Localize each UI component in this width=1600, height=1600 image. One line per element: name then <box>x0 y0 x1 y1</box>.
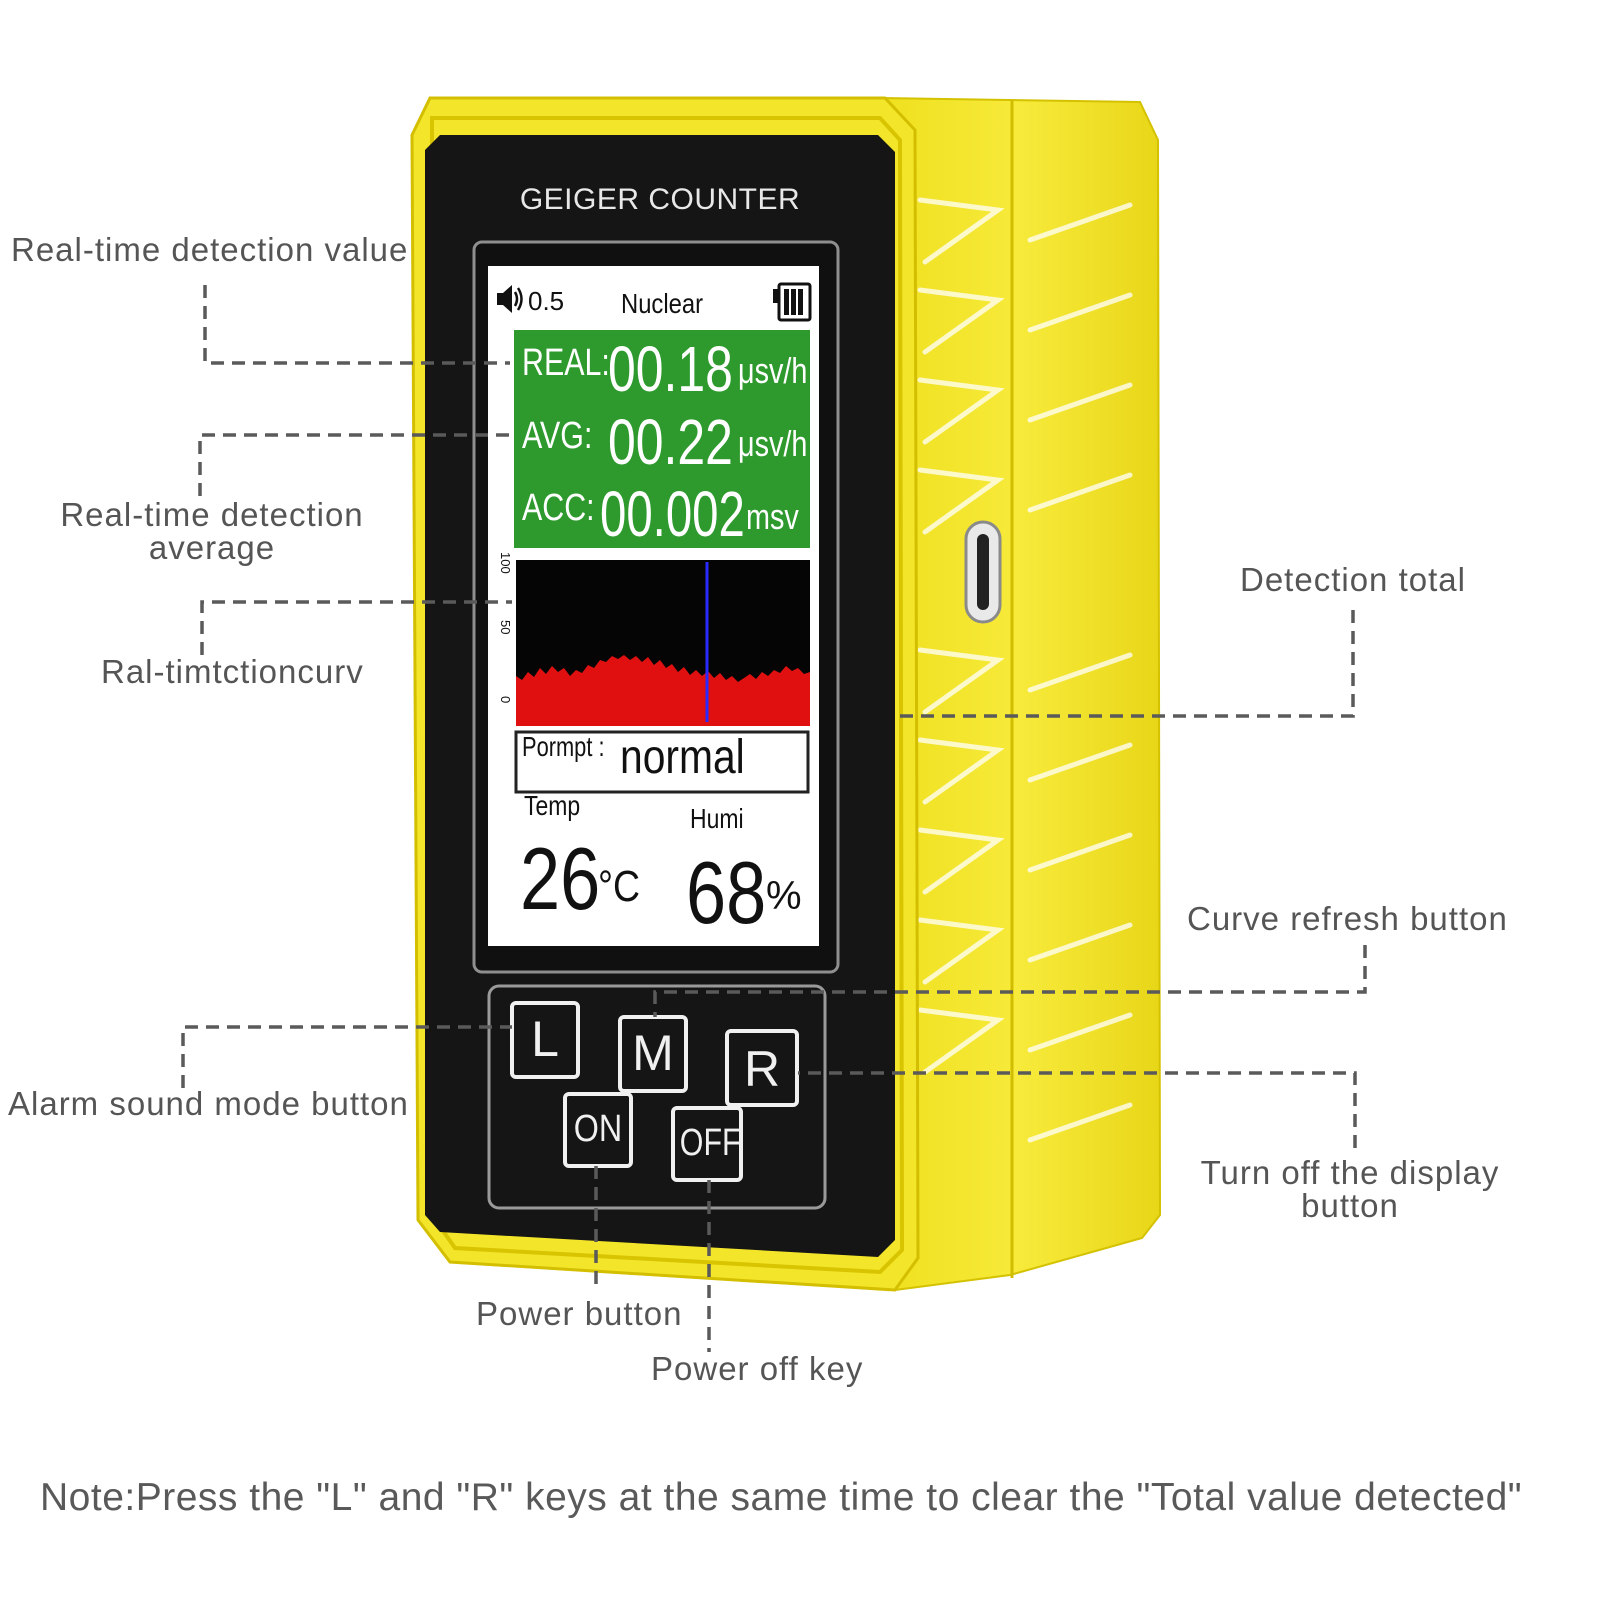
r-button-frame[interactable] <box>725 1029 799 1107</box>
temp-label: Temp <box>524 790 581 821</box>
readings-panel <box>514 330 810 548</box>
callout-real-time-average-line1: Real-time detection <box>60 496 364 533</box>
prompt-box <box>514 730 810 794</box>
temp-unit: °C <box>598 862 640 911</box>
reading-real-unit: μsv/h <box>738 350 808 391</box>
curve-tick-0: 0 <box>498 696 513 703</box>
side-ribs <box>917 197 1133 1143</box>
callout-curve: Ral-timtctioncurv <box>101 653 364 690</box>
on-button[interactable]: ON <box>573 1108 623 1150</box>
mode-label: Nuclear <box>621 288 704 319</box>
callout-power-button: Power button <box>476 1295 683 1332</box>
on-button-frame[interactable] <box>563 1092 633 1168</box>
battery-icon <box>773 282 812 322</box>
prompt-label: Pormpt : <box>522 731 605 762</box>
reading-real-label: REAL: <box>522 342 610 384</box>
off-button-frame[interactable] <box>671 1106 743 1182</box>
l-button[interactable]: L <box>531 1011 559 1067</box>
leader-curve <box>200 600 512 655</box>
l-button-frame[interactable] <box>510 1001 580 1079</box>
leader-alarm <box>181 1025 512 1088</box>
reading-real-value: 00.18 <box>608 333 733 405</box>
r-button[interactable]: R <box>743 1041 781 1097</box>
callout-detection-total: Detection total <box>1240 561 1466 598</box>
device-title: GEIGER COUNTER <box>519 183 801 216</box>
reading-acc-label: ACC: <box>522 487 595 529</box>
humi-unit: % <box>766 874 802 918</box>
curve-tick-100: 100 <box>498 552 513 574</box>
humi-value: 68 <box>686 843 767 942</box>
button-panel <box>487 984 827 1210</box>
callout-curve-refresh: Curve refresh button <box>1187 900 1508 937</box>
callout-real-time-average-line2: average <box>148 529 276 566</box>
temp-value: 26 <box>520 829 601 928</box>
callout-display-off-line1: Turn off the display <box>1200 1154 1500 1191</box>
volume-value: 0.5 <box>528 286 565 316</box>
off-button[interactable]: OFF <box>679 1122 741 1164</box>
speaker-icon <box>497 285 523 313</box>
reading-avg-label: AVG: <box>522 415 593 457</box>
humi-label: Humi <box>690 803 744 834</box>
reading-acc-unit: msv <box>746 496 799 537</box>
leader-display-off <box>798 1071 1357 1148</box>
reading-avg-unit: μsv/h <box>738 423 808 464</box>
usage-note: Note:Press the "L" and "R" keys at the s… <box>40 1476 1523 1519</box>
leader-lines <box>181 285 1367 1352</box>
leader-detection-total <box>893 610 1355 718</box>
leader-real-value <box>203 285 510 365</box>
curve-tick-50: 50 <box>498 620 513 634</box>
callout-display-off: Turn off the display button <box>1190 1156 1510 1222</box>
detection-curve <box>516 655 810 726</box>
callout-alarm-sound: Alarm sound mode button <box>8 1085 409 1122</box>
reading-avg-value: 00.22 <box>608 406 733 478</box>
callout-display-off-line2: button <box>1301 1187 1399 1224</box>
reading-acc-value: 00.002 <box>600 478 745 550</box>
m-button-frame[interactable] <box>618 1015 688 1093</box>
m-button[interactable]: M <box>632 1025 674 1081</box>
leader-curve-refresh <box>653 945 1367 1017</box>
callout-real-time-average: Real-time detection average <box>40 498 384 564</box>
callout-real-time-value: Real-time detection value <box>11 231 409 268</box>
prompt-value: normal <box>620 731 745 784</box>
callout-power-off-key: Power off key <box>651 1350 864 1387</box>
